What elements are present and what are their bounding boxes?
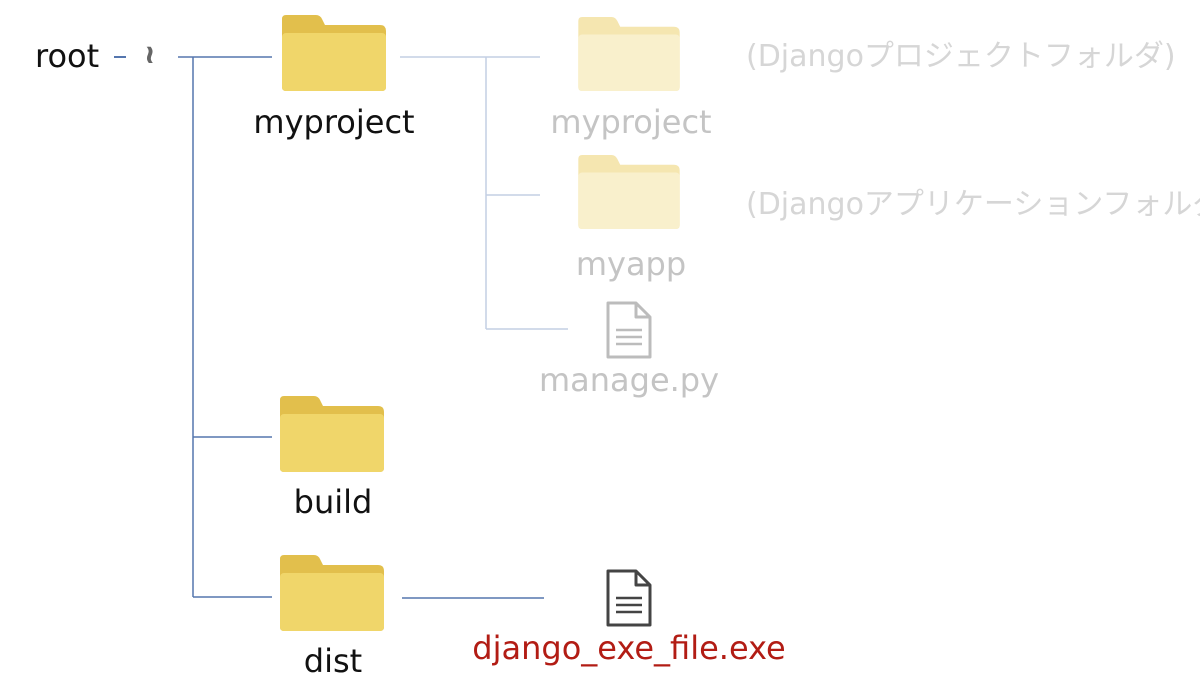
- folder-icon: [578, 16, 680, 92]
- note-django-project-folder: (Djangoプロジェクトフォルダ): [746, 39, 1176, 74]
- folder-label-myproject: myproject: [253, 103, 415, 141]
- folder-label-inner-myproject: myproject: [550, 103, 712, 141]
- file-label-manage-py: manage.py: [538, 361, 720, 399]
- note-django-app-folder: (Djangoアプリケーションフォルダ): [746, 187, 1200, 222]
- folder-label-build: build: [293, 483, 373, 521]
- root-label: root: [35, 37, 100, 75]
- folder-icon: [578, 154, 680, 230]
- folder-icon: [280, 396, 384, 472]
- folder-label-myapp: myapp: [575, 245, 687, 283]
- break-mark-icon: ≀≀: [144, 40, 155, 70]
- document-icon: [606, 301, 652, 359]
- folder-label-dist: dist: [303, 642, 363, 680]
- file-label-django-exe: django_exe_file.exe: [472, 629, 786, 667]
- folder-icon: [280, 555, 384, 631]
- document-icon: [606, 569, 652, 627]
- folder-icon: [282, 15, 386, 91]
